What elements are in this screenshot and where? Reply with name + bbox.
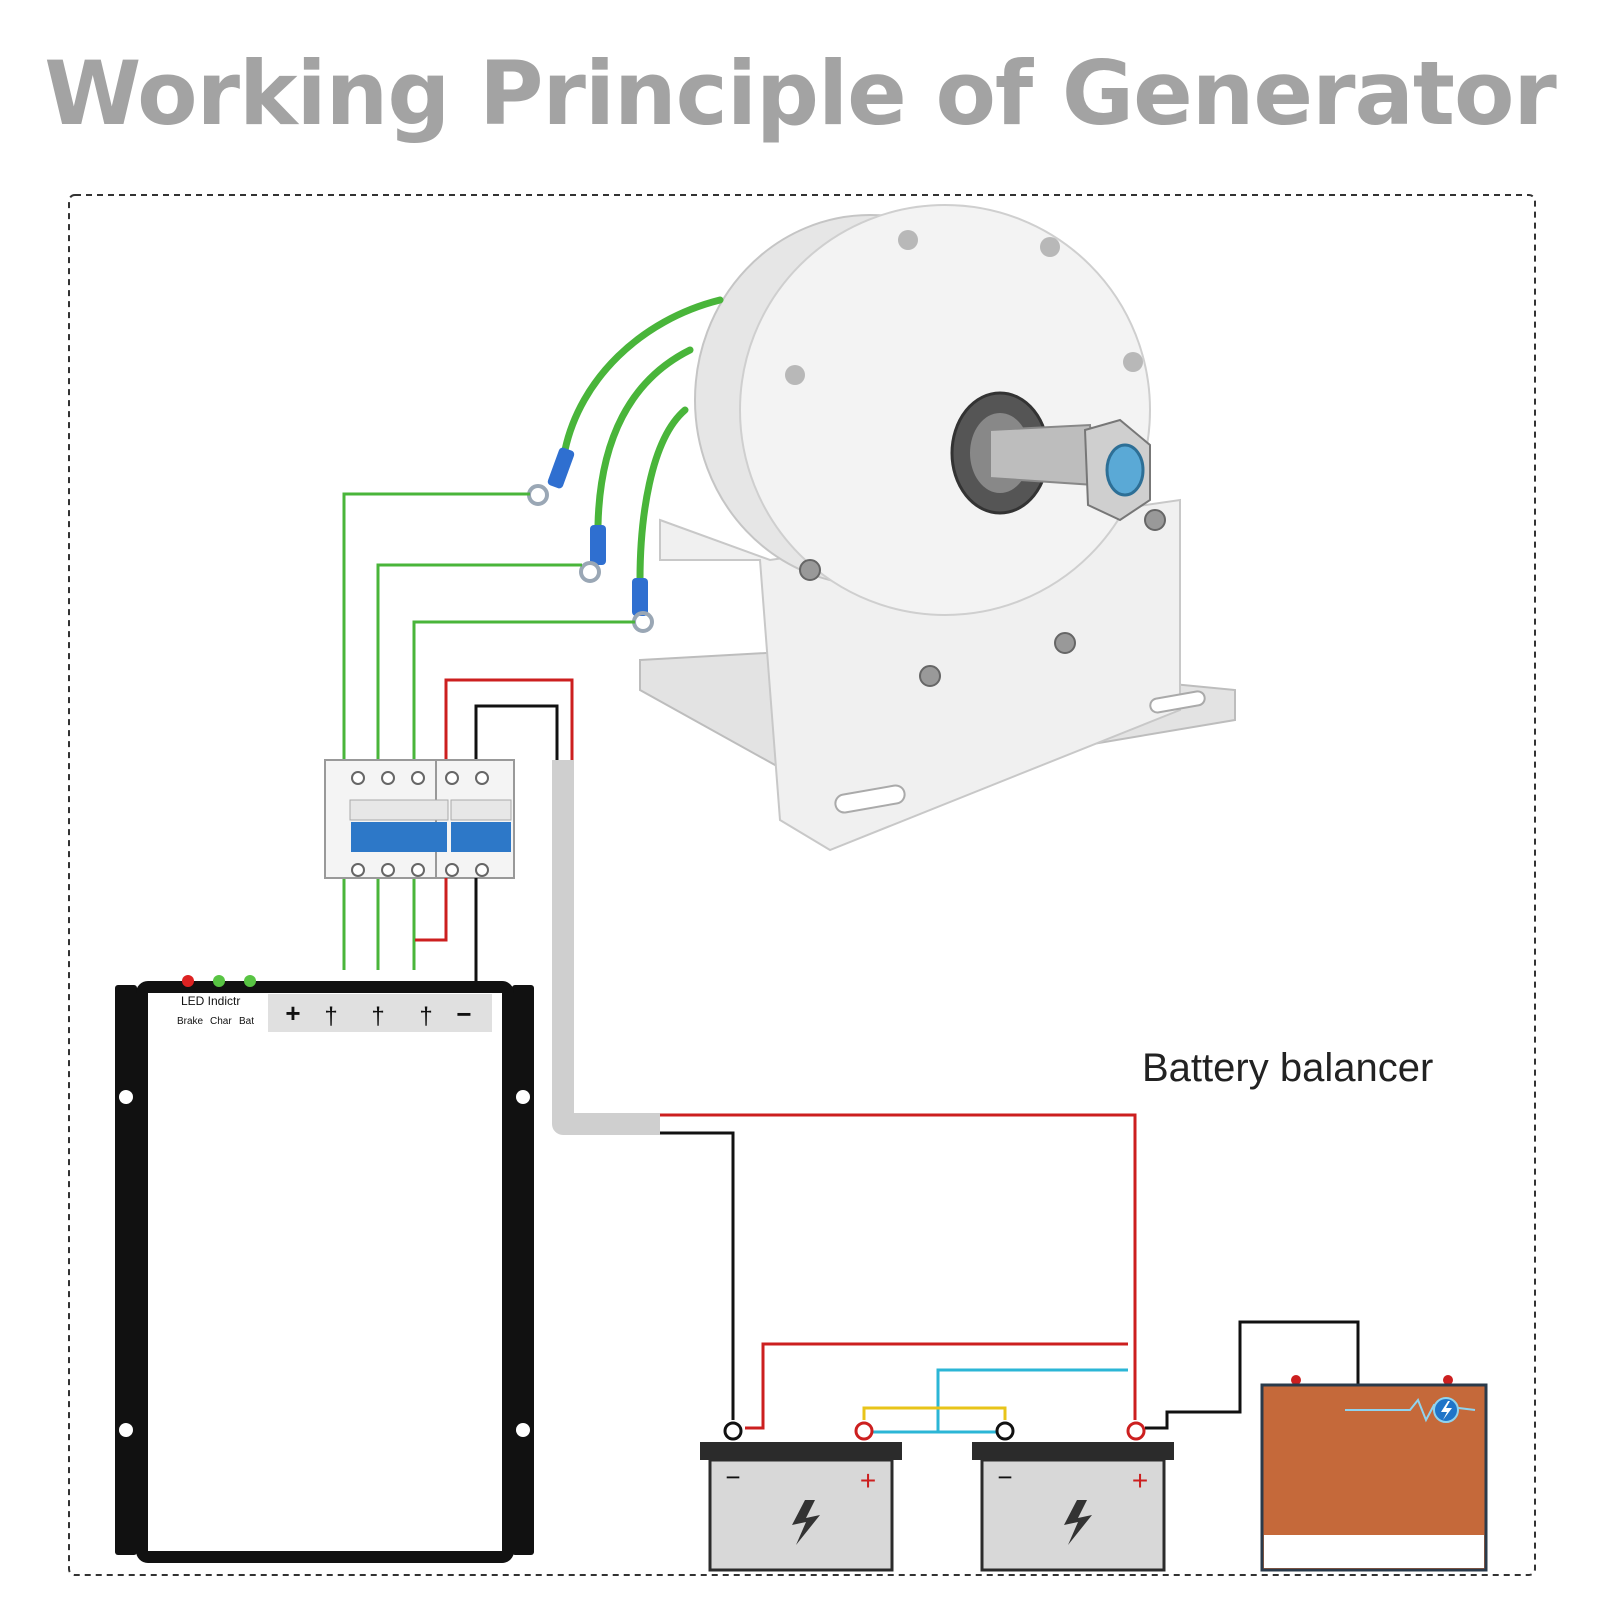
balance-wire-yellow <box>862 1406 1007 1420</box>
battery-balancer: Battery balancer <box>1142 1046 1488 1572</box>
battery-positive-wire <box>660 1113 1137 1420</box>
breaker-3p-toggle <box>351 822 447 852</box>
led-label-bat: Bat <box>239 1016 254 1027</box>
led-heading: LED Indictr <box>181 994 240 1008</box>
mount-hole <box>119 1423 133 1437</box>
dashed-frame <box>68 194 1536 1576</box>
lightning-bolt-icon <box>1441 1401 1452 1420</box>
led-label-brake: Brake <box>177 1016 204 1027</box>
battery-1-negative-post <box>723 1421 743 1441</box>
led-charge <box>213 975 225 987</box>
terminal-phase-1: † <box>324 1003 337 1030</box>
ring-terminal <box>527 484 549 506</box>
screw-icon <box>351 771 365 785</box>
mount-hole <box>516 1090 530 1104</box>
generator-cables <box>561 296 724 584</box>
screw-icon <box>475 863 489 877</box>
bracket-bolt <box>1054 632 1076 654</box>
breaker-2p-toggle <box>451 822 511 852</box>
battery-1-plus-label: + <box>860 1465 876 1496</box>
battery-1: − + <box>700 1421 902 1572</box>
balancer-terminal-red <box>1443 1375 1453 1385</box>
housing-bolt-hole <box>898 230 918 250</box>
screw-icon <box>445 863 459 877</box>
breaker-3p-window <box>349 799 449 821</box>
terminal-phase-3: † <box>419 1003 432 1030</box>
phase-cable-1 <box>561 296 724 454</box>
screw-icon <box>381 771 395 785</box>
charge-controller: LED Indictr Brake Char Bat + † † † − <box>115 975 534 1563</box>
screw-icon <box>475 771 489 785</box>
battery-2-plus-label: + <box>1132 1465 1148 1496</box>
battery-2-negative-post <box>995 1421 1015 1441</box>
battery-1-minus-label: − <box>725 1462 740 1492</box>
series-link-red <box>745 1342 1128 1430</box>
balancer-bottom-strip <box>1264 1535 1484 1568</box>
battery-1-lid <box>700 1442 902 1460</box>
terminal-sleeve <box>632 578 648 616</box>
battery-2-positive-post <box>1126 1421 1146 1441</box>
led-label-char: Char <box>210 1016 232 1027</box>
screw-icon <box>411 771 425 785</box>
circuit-breaker <box>324 759 515 879</box>
screw-icon <box>381 863 395 877</box>
housing-bolt-hole <box>1123 352 1143 372</box>
housing-bolt-hole <box>785 365 805 385</box>
screw-icon <box>411 863 425 877</box>
bracket-bolt <box>799 559 821 581</box>
page-title: Working Principle of Generator <box>44 42 1557 145</box>
battery-negative-wire <box>660 1131 735 1420</box>
battery-2-minus-label: − <box>997 1462 1012 1492</box>
terminal-strip <box>268 994 492 1032</box>
housing-bolt-hole <box>1040 237 1060 257</box>
balancer-terminal-red <box>1291 1375 1301 1385</box>
terminal-sleeve <box>590 525 606 565</box>
breaker-2p-window <box>450 799 512 821</box>
bracket-slot <box>834 784 906 814</box>
terminal-minus: − <box>456 999 471 1029</box>
breaker-screws <box>351 771 489 877</box>
battery-1-positive-post <box>854 1421 874 1441</box>
phase-cable-3 <box>636 406 689 584</box>
led-brake <box>182 975 194 987</box>
bracket-bolt <box>1144 509 1166 531</box>
led-battery <box>244 975 256 987</box>
generator <box>639 204 1236 852</box>
screw-icon <box>351 863 365 877</box>
dc-negative-wire-top <box>474 704 559 760</box>
balance-wire-cyan <box>865 1368 1128 1434</box>
ring-terminal <box>579 561 601 583</box>
ring-terminals <box>527 447 654 633</box>
mount-hole <box>516 1423 530 1437</box>
terminal-sleeve <box>547 447 575 489</box>
bracket-slot <box>1149 690 1206 714</box>
controller-body <box>136 981 514 1563</box>
battery-2-lid <box>972 1442 1174 1460</box>
phase-wires <box>342 492 635 970</box>
terminal-phase-2: † <box>371 1003 384 1030</box>
balance-wire-cyan-link <box>938 1422 1007 1434</box>
generator-shaft <box>989 423 1097 487</box>
dc-positive-wire-top <box>444 678 574 760</box>
shaft-nut-insert <box>1105 443 1145 497</box>
generator-housing-front <box>739 204 1151 616</box>
balance-wire-black <box>1145 1320 1360 1430</box>
controller-left-rail <box>115 985 137 1555</box>
phase-cable-2 <box>594 346 694 529</box>
lightning-bolt-icon <box>1064 1500 1092 1545</box>
terminal-plus: + <box>285 998 300 1028</box>
lightning-bolt-icon <box>792 1500 820 1545</box>
battery-2: − + <box>972 1421 1174 1572</box>
screw-icon <box>445 771 459 785</box>
bracket-bolt <box>919 665 941 687</box>
mount-hole <box>119 1090 133 1104</box>
battery-balancer-label: Battery balancer <box>1142 1046 1433 1090</box>
dc-positive-wire-bottom <box>415 878 448 942</box>
gray-sheath-cable <box>552 760 660 1135</box>
controller-right-rail <box>512 985 534 1555</box>
